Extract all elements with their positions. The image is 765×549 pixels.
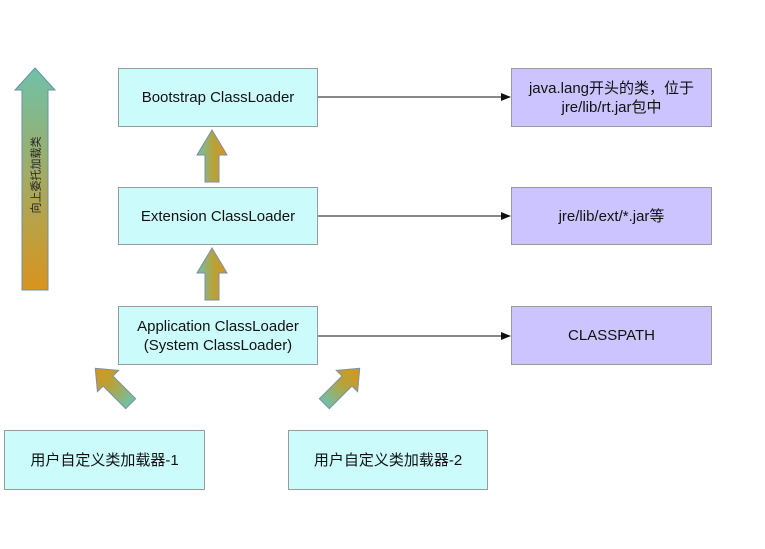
extension-source-box: jre/lib/ext/*.jar等 bbox=[511, 187, 712, 245]
application-classloader-label: Application ClassLoader (System ClassLoa… bbox=[137, 317, 299, 354]
delegation-label: 向上委托加载类 bbox=[30, 136, 42, 214]
extension-classloader-box: Extension ClassLoader bbox=[118, 187, 318, 245]
custom-classloader-2-label: 用户自定义类加载器-2 bbox=[313, 451, 463, 469]
up-arrow-application-to-extension bbox=[196, 247, 228, 301]
diag-arrow-custom2 bbox=[318, 367, 361, 410]
bootstrap-source-label: java.lang开头的类，位于 jre/lib/rt.jar包中 bbox=[528, 79, 695, 116]
bootstrap-source-box: java.lang开头的类，位于 jre/lib/rt.jar包中 bbox=[511, 68, 712, 127]
delegation-up-arrow bbox=[13, 67, 57, 291]
extension-classloader-label: Extension ClassLoader bbox=[140, 207, 296, 225]
application-source-box: CLASSPATH bbox=[511, 306, 712, 365]
application-classloader-box: Application ClassLoader (System ClassLoa… bbox=[118, 306, 318, 365]
bootstrap-classloader-box: Bootstrap ClassLoader bbox=[118, 68, 318, 127]
diag-arrow-custom1 bbox=[94, 367, 137, 410]
bootstrap-classloader-label: Bootstrap ClassLoader bbox=[141, 89, 295, 106]
custom-classloader-1-box: 用户自定义类加载器-1 bbox=[4, 430, 205, 490]
up-arrow-extension-to-bootstrap bbox=[196, 129, 228, 183]
application-source-label: CLASSPATH bbox=[568, 327, 655, 344]
extension-source-label: jre/lib/ext/*.jar等 bbox=[558, 207, 665, 225]
custom-classloader-1-label: 用户自定义类加载器-1 bbox=[30, 451, 179, 469]
custom-classloader-2-box: 用户自定义类加载器-2 bbox=[288, 430, 488, 490]
